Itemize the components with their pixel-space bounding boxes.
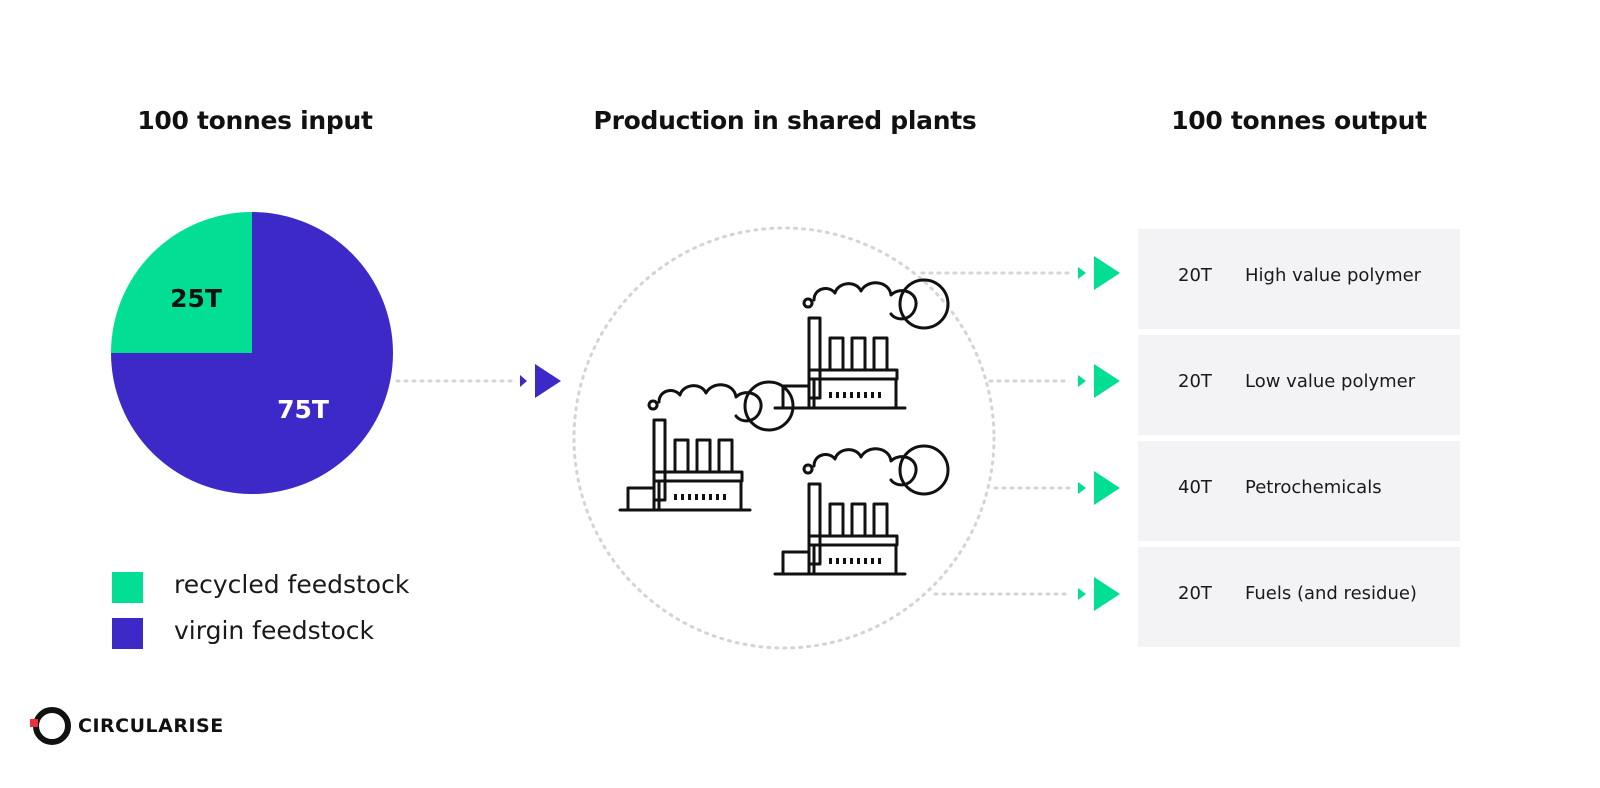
factory-icon [618,380,795,512]
play-arrow-icon [1078,364,1120,398]
output-quantity: 20T [1178,265,1212,286]
output-name: Low value polymer [1245,371,1416,392]
output-row: 20T Fuels (and residue) [1138,547,1460,647]
legend-swatch [112,618,143,649]
pie-slice-virgin [111,212,393,494]
circularise-logo-icon [30,707,71,745]
output-row: 20T High value polymer [1138,229,1460,329]
output-name: Fuels (and residue) [1245,583,1417,604]
output-quantity: 40T [1178,477,1212,498]
shared-plants-dotted-circle [572,226,996,650]
play-arrow-icon [1078,577,1120,611]
output-quantity: 20T [1178,583,1212,604]
pie-slice-recycled [111,212,252,353]
play-arrow-icon [1078,471,1120,505]
play-arrow-icon [520,364,561,398]
output-row: 20T Low value polymer [1138,335,1460,435]
legend-label: recycled feedstock [174,570,410,599]
factory-icon [773,444,950,576]
output-name: Petrochemicals [1245,477,1382,498]
pie-slice-recycled-label: 25T [170,284,222,313]
output-heading: 100 tonnes output [1171,106,1427,135]
legend-label: virgin feedstock [174,616,374,645]
factory-icon [773,278,950,410]
plants-heading: Production in shared plants [593,106,977,135]
pie-slice-virgin-label: 75T [277,395,329,424]
brand-name: CIRCULARISE [78,715,224,737]
output-quantity: 20T [1178,371,1212,392]
play-arrow-icon [1078,256,1120,290]
input-heading: 100 tonnes input [137,106,373,135]
output-name: High value polymer [1245,265,1422,286]
output-row: 40T Petrochemicals [1138,441,1460,541]
input-pie-chart: 25T 75T [111,212,393,494]
legend-swatch [112,572,143,603]
